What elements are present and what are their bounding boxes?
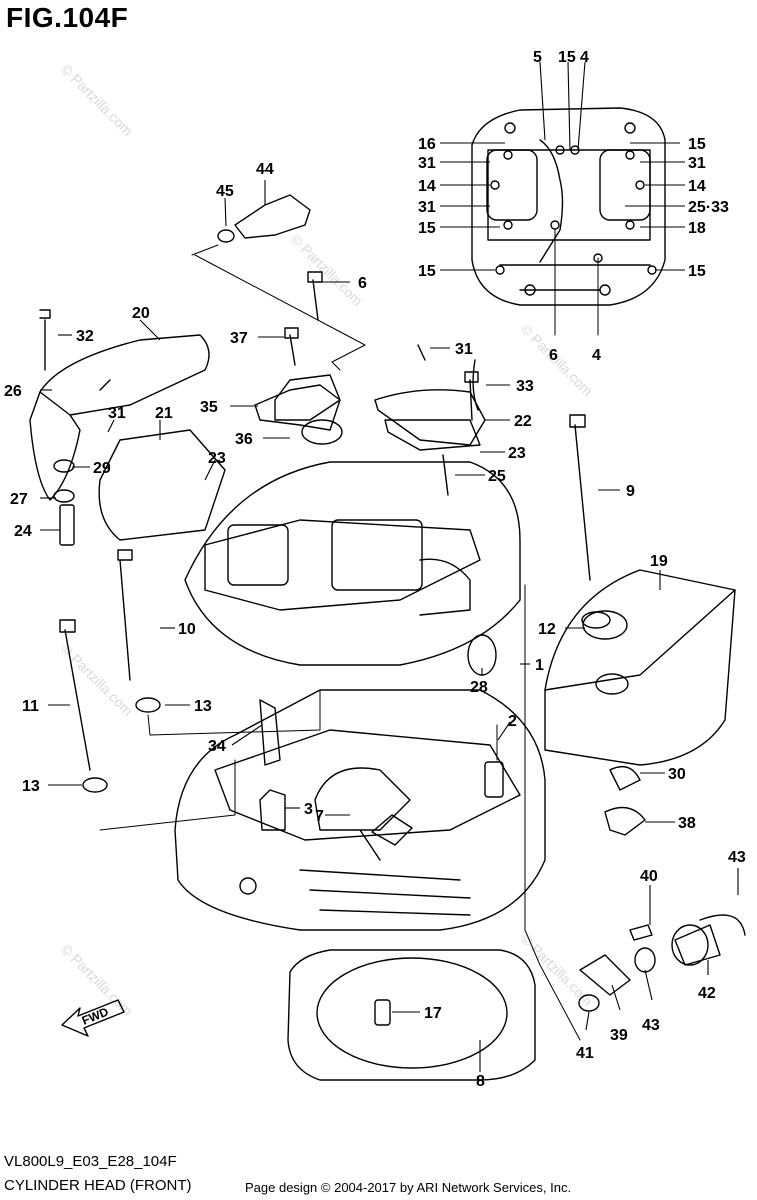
- callout-27: 27: [10, 491, 28, 508]
- water-temp-sensor: [217, 194, 311, 243]
- watermark: © Partzilla.com: [58, 61, 136, 139]
- callout-33: 33: [516, 378, 534, 395]
- callout-31: 31: [108, 405, 126, 422]
- callout-29: 29: [93, 460, 111, 477]
- figure-title: FIG.104F: [6, 2, 129, 33]
- head-top-view-inset: [471, 107, 666, 306]
- callout-3: 3: [304, 801, 313, 818]
- callout-31: 31: [688, 155, 706, 172]
- callout-18: 18: [688, 220, 706, 237]
- callout-8: 8: [476, 1073, 485, 1090]
- callout-11: 11: [22, 698, 39, 715]
- callout-13: 13: [194, 698, 212, 715]
- callout-1: 1: [535, 657, 544, 674]
- callout-16: 16: [418, 136, 436, 153]
- callout-23: 23: [208, 450, 226, 467]
- callout-32: 32: [76, 328, 94, 345]
- head-gasket: [287, 949, 536, 1081]
- callout-31: 31: [418, 199, 436, 216]
- copyright-credit: Page design © 2004-2017 by ARI Network S…: [245, 1180, 572, 1195]
- callout-17: 17: [424, 1005, 442, 1022]
- callout-2: 2: [508, 713, 517, 730]
- callout-12: 12: [538, 621, 556, 638]
- fwd-label: FWD: [80, 1004, 111, 1027]
- callout-26: 26: [4, 383, 22, 400]
- callout-43: 43: [642, 1017, 660, 1034]
- figure-code: VL800L9_E03_E28_104F: [4, 1153, 177, 1170]
- callout-44: 44: [256, 161, 274, 178]
- fwd-arrow: [61, 999, 125, 1037]
- callout-45: 45: [216, 183, 234, 200]
- callout-4: 4: [580, 49, 589, 66]
- callout-15: 15: [418, 220, 436, 237]
- callout-43: 43: [728, 849, 746, 866]
- figure-name: CYLINDER HEAD (FRONT): [4, 1177, 192, 1194]
- cam-cover: [374, 389, 486, 451]
- bolts: [39, 271, 611, 793]
- callout-14: 14: [688, 178, 706, 195]
- callout-14: 14: [418, 178, 436, 195]
- leader-lines: [99, 229, 599, 1041]
- watermarks: © Partzilla.com © Partzilla.com © Partzi…: [58, 61, 596, 1019]
- callout-5: 5: [533, 49, 542, 66]
- water-fittings: [254, 359, 746, 1012]
- callout-22: 22: [514, 413, 532, 430]
- callout-34: 34: [208, 738, 226, 755]
- cylinder-head: [174, 461, 546, 931]
- callout-25: 25: [488, 468, 506, 485]
- callout-30: 30: [668, 766, 686, 783]
- callout-20: 20: [132, 305, 150, 322]
- callout-15: 15: [688, 263, 706, 280]
- callout-23: 23: [508, 445, 526, 462]
- callout-36: 36: [235, 431, 253, 448]
- left-parts: [29, 334, 343, 546]
- callout-15: 15: [558, 49, 576, 66]
- callout-28: 28: [470, 679, 488, 696]
- callout-4: 4: [592, 347, 601, 364]
- callout-19: 19: [650, 553, 668, 570]
- callout-7: 7: [315, 808, 324, 825]
- head-cover-right: [544, 569, 736, 766]
- callout-31: 31: [455, 341, 473, 358]
- callout-15: 15: [418, 263, 436, 280]
- callout-labels: 5 15 4 16 15 31 31 14 14 31 25·33 15 18 …: [4, 49, 746, 1090]
- callout-31: 31: [418, 155, 436, 172]
- callout-10: 10: [178, 621, 196, 638]
- callout-41: 41: [576, 1045, 594, 1062]
- callout-38: 38: [678, 815, 696, 832]
- callout-13: 13: [22, 778, 40, 795]
- callout-35: 35: [200, 399, 218, 416]
- callout-39: 39: [610, 1027, 628, 1044]
- callout-25-33: 25·33: [688, 199, 729, 216]
- callout-21: 21: [155, 405, 173, 422]
- callout-15: 15: [688, 136, 706, 153]
- callout-40: 40: [640, 868, 658, 885]
- callout-9: 9: [626, 483, 635, 500]
- callout-leaders: [40, 61, 739, 1072]
- callout-37: 37: [230, 330, 248, 347]
- callout-42: 42: [698, 985, 716, 1002]
- callout-6: 6: [549, 347, 558, 364]
- callout-24: 24: [14, 523, 32, 540]
- callout-6: 6: [358, 275, 367, 292]
- watermark: © Partzilla.com: [288, 231, 366, 309]
